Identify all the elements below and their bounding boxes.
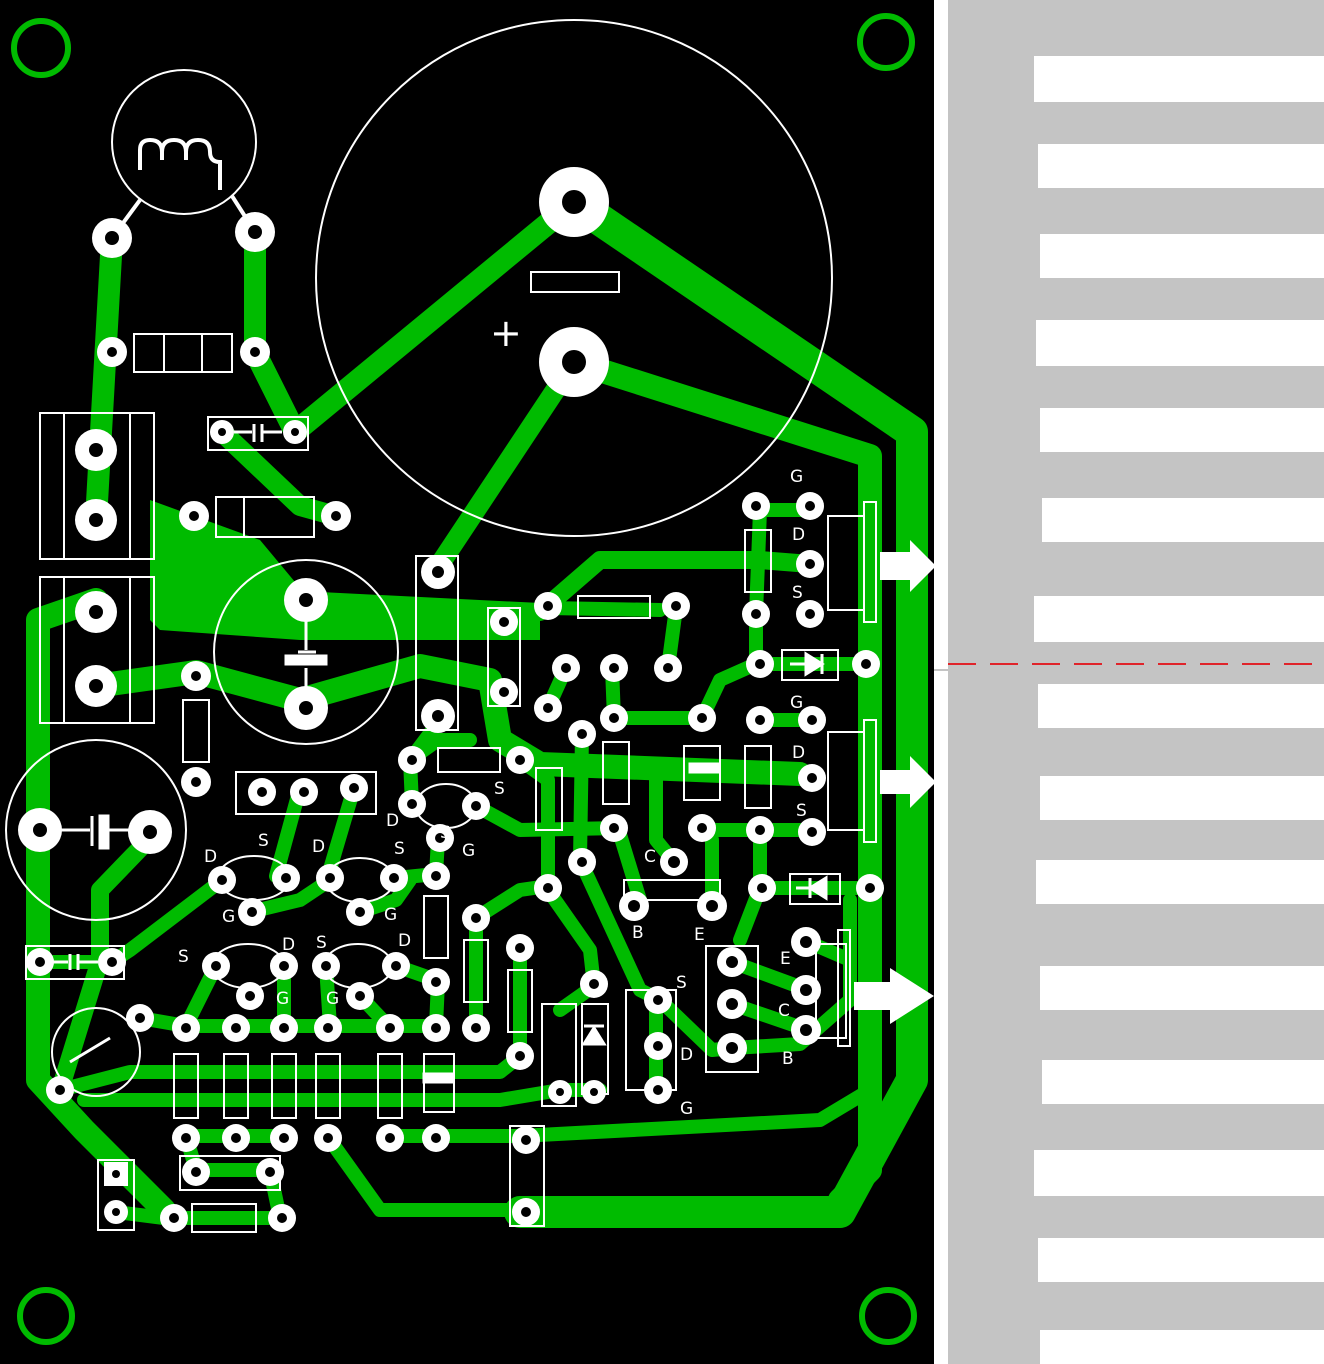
bjt-base-label: B [632,923,644,943]
jfet1-gate-label: D [386,811,399,831]
q3-base-label: B [782,1049,794,1069]
q4-source-label: S [494,779,505,799]
q3-collector-label: C [778,1001,790,1021]
silkscreen [5,19,877,1233]
q1-drain-label: D [792,525,805,545]
bjt-collector-label: C [644,847,656,867]
q2-drain-label: D [792,743,805,763]
q3-emitter-label: E [780,949,791,969]
bjt-emitter-label: E [694,925,705,945]
q2-gate-label: G [790,693,803,713]
q5-drain-label: D [680,1045,693,1065]
mounting-holes [11,13,917,1345]
q5-source-label: S [676,973,687,993]
q4-gate-label: G [462,841,475,861]
jfet5-source-label: S [316,933,327,953]
jfet5-drain-label: D [398,931,411,951]
heatsink-fins [1034,56,1324,1364]
jfet4-drain-label: D [282,935,295,955]
q5-gate-label: G [680,1099,693,1119]
heatsink-tab-arrows [854,540,936,1024]
jfet1-source-label: S [440,823,451,843]
jfet4-source-label: S [178,947,189,967]
q2-source-label: S [796,801,807,821]
polarity-plus: + [490,311,522,355]
component-symbols [50,424,828,1084]
jfet4-gate-label: G [276,989,289,1009]
jfet3-source-label: S [394,839,405,859]
q1-source-label: S [792,583,803,603]
jfet5-gate-label: G [326,989,339,1009]
heatsink [934,0,1324,1364]
jfet2-gate-label: G [222,907,235,927]
jfet2-drain-label: D [204,847,217,867]
pads [18,167,884,1232]
q1-gate-label: G [790,467,803,487]
jfet2-source-label: S [258,831,269,851]
jfet3-drain-label: D [312,837,325,857]
pin-labels: G D S G D S E C B S G S D S D G D S G S … [178,467,807,1119]
jfet3-gate-label: G [384,905,397,925]
